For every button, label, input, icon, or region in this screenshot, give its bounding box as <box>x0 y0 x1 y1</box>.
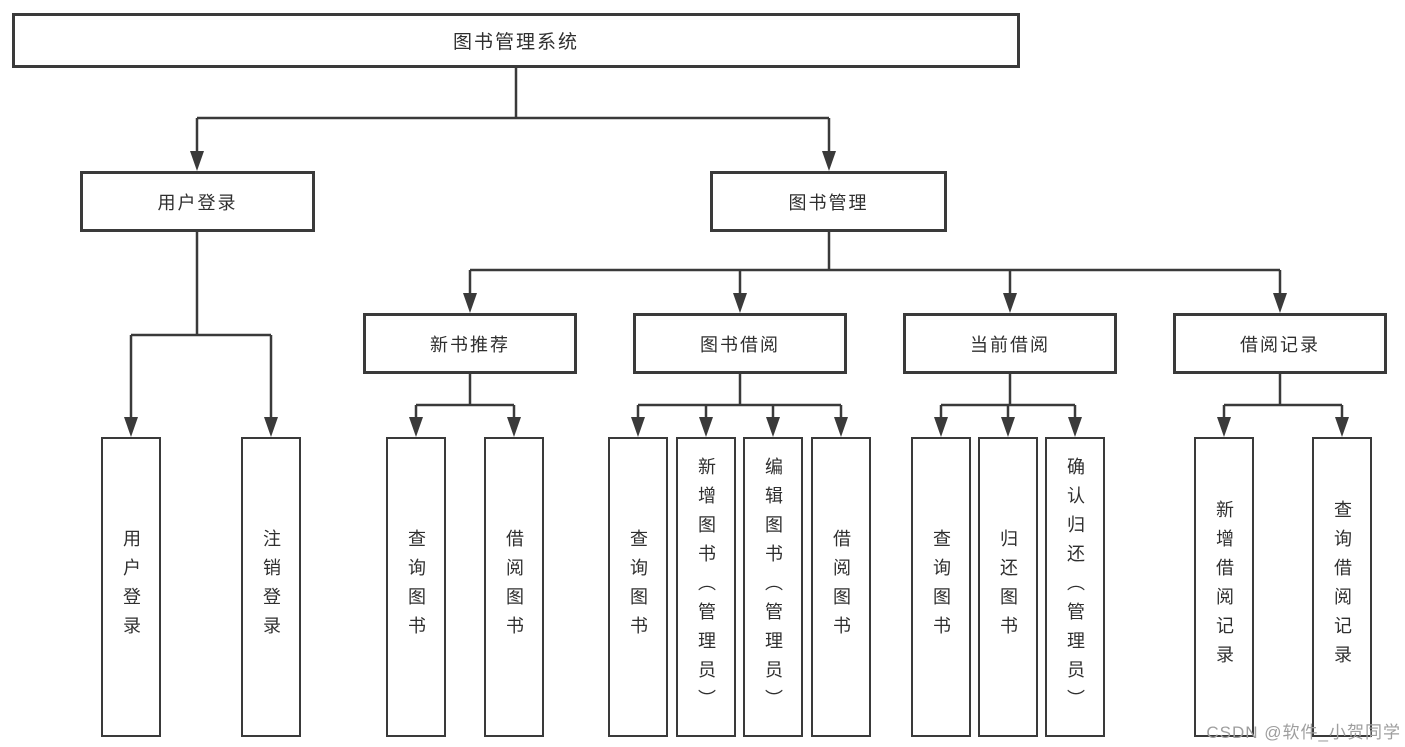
connector-user-login-to-leaves <box>124 232 278 437</box>
leaf-user-login-label: 用户登录 <box>121 529 141 645</box>
leaf-borrow-book-2: 借阅图书 <box>811 437 871 737</box>
node-new-book-recommend: 新书推荐 <box>363 313 577 374</box>
leaf-query-book-2-label: 查询图书 <box>628 529 648 645</box>
leaf-borrow-book-1: 借阅图书 <box>484 437 544 737</box>
leaf-edit-book-admin: 编辑图书（管理员） <box>743 437 803 737</box>
leaf-query-book-3-label: 查询图书 <box>931 529 951 645</box>
leaf-add-borrow-record-label: 新增借阅记录 <box>1214 500 1234 674</box>
leaf-logout-label: 注销登录 <box>261 529 281 645</box>
connector-current-borrow-to-leaves <box>934 374 1082 437</box>
leaf-add-book-admin: 新增图书（管理员） <box>676 437 736 737</box>
leaf-edit-book-admin-label: 编辑图书（管理员） <box>763 456 783 718</box>
connector-root-to-level2 <box>190 68 836 171</box>
leaf-query-book-2: 查询图书 <box>608 437 668 737</box>
node-book-management-label: 图书管理 <box>788 192 869 213</box>
node-borrow-record: 借阅记录 <box>1173 313 1387 374</box>
leaf-query-book-1-label: 查询图书 <box>406 529 426 645</box>
leaf-add-book-admin-label: 新增图书（管理员） <box>696 456 716 718</box>
leaf-query-borrow-record-label: 查询借阅记录 <box>1332 500 1352 674</box>
node-borrow-record-label: 借阅记录 <box>1240 334 1320 355</box>
csdn-watermark: CSDN @软件_小贺同学 <box>1206 723 1401 742</box>
leaf-query-book-1: 查询图书 <box>386 437 446 737</box>
leaf-borrow-book-1-label: 借阅图书 <box>504 529 524 645</box>
leaf-confirm-return-admin-label: 确认归还（管理员） <box>1065 456 1085 718</box>
node-book-management: 图书管理 <box>710 171 947 232</box>
connector-book-mgmt-to-level3 <box>463 232 1287 313</box>
node-book-borrow: 图书借阅 <box>633 313 847 374</box>
connector-book-borrow-to-leaves <box>631 374 848 437</box>
leaf-confirm-return-admin: 确认归还（管理员） <box>1045 437 1105 737</box>
node-book-borrow-label: 图书借阅 <box>700 334 780 355</box>
node-current-borrow: 当前借阅 <box>903 313 1117 374</box>
leaf-query-book-3: 查询图书 <box>911 437 971 737</box>
leaf-add-borrow-record: 新增借阅记录 <box>1194 437 1254 737</box>
node-root-label: 图书管理系统 <box>452 32 579 53</box>
leaf-return-book-label: 归还图书 <box>998 529 1018 645</box>
leaf-logout: 注销登录 <box>241 437 301 737</box>
leaf-query-borrow-record: 查询借阅记录 <box>1312 437 1372 737</box>
leaf-borrow-book-2-label: 借阅图书 <box>831 529 851 645</box>
node-new-book-recommend-label: 新书推荐 <box>430 334 510 355</box>
node-root-library-system: 图书管理系统 <box>12 13 1020 68</box>
node-user-login-label: 用户登录 <box>157 192 238 213</box>
node-current-borrow-label: 当前借阅 <box>970 334 1050 355</box>
node-user-login: 用户登录 <box>80 171 315 232</box>
leaf-user-login: 用户登录 <box>101 437 161 737</box>
connector-new-book-rec-to-leaves <box>409 374 521 437</box>
connector-borrow-record-to-leaves <box>1217 374 1349 437</box>
leaf-return-book: 归还图书 <box>978 437 1038 737</box>
